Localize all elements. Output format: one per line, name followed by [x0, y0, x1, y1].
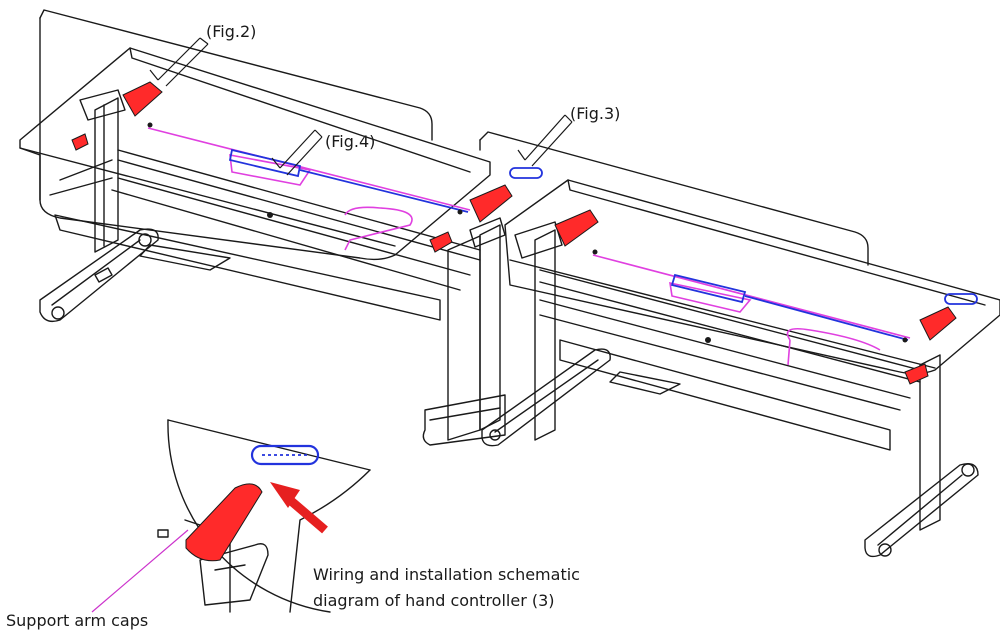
fig4-label: (Fig.4) — [325, 132, 376, 151]
cable — [592, 254, 911, 339]
cable — [786, 327, 881, 351]
hand-controller-detail — [250, 444, 320, 466]
leg-right-1 — [534, 229, 556, 441]
privacy-panel-right — [479, 131, 869, 266]
cable — [669, 281, 752, 313]
support-arm-cap — [904, 363, 929, 385]
support-arm-cap — [919, 306, 957, 341]
fig2-arrow — [149, 37, 209, 87]
control-box — [670, 273, 747, 304]
fig3-label: (Fig.3) — [570, 104, 621, 123]
support-arm-cap — [554, 209, 599, 247]
support-arm-caps-label: Support arm caps — [6, 611, 149, 630]
support-arm-cap — [122, 81, 163, 117]
red-pointer-arrow — [270, 482, 328, 534]
control-box — [228, 148, 302, 178]
cable — [787, 339, 791, 366]
hand-controller — [509, 167, 543, 179]
fig4-arrow — [271, 129, 323, 176]
fig3-arrow — [517, 114, 573, 167]
fig2-label: (Fig.2) — [206, 22, 257, 41]
fig-pointers — [149, 37, 573, 176]
cables-group — [147, 127, 911, 366]
desktop-left — [19, 47, 491, 261]
hand-controller — [944, 293, 978, 305]
support-arm-cap — [71, 133, 89, 151]
screws — [147, 122, 908, 343]
support-arm-caps-group — [71, 81, 957, 562]
leg-left-1 — [94, 97, 119, 253]
cable-blue — [744, 295, 909, 341]
support-arm-cap — [185, 483, 263, 562]
controllers-group — [228, 148, 978, 466]
caption-line-2: diagram of hand controller (3) — [313, 591, 555, 610]
leg-right-2 — [919, 354, 941, 531]
privacy-panel-left — [39, 9, 433, 141]
cable-blue — [299, 169, 469, 213]
support-arm-cap — [429, 231, 453, 253]
caption-line-1: Wiring and installation schematic — [313, 565, 580, 584]
cable — [344, 206, 413, 251]
support-arm-cap — [469, 184, 513, 223]
support-arm-leader — [91, 529, 189, 613]
